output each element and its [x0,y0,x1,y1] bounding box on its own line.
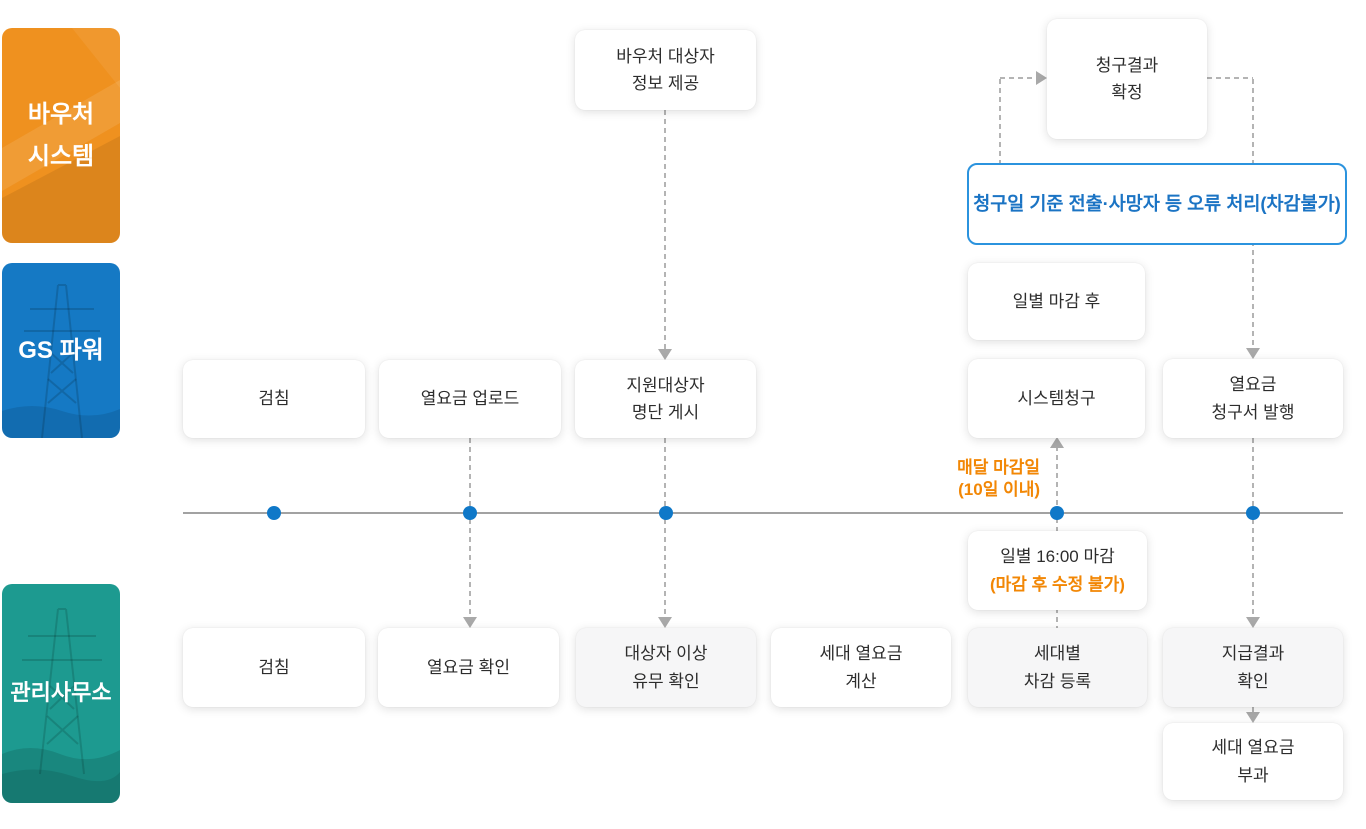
node-heat-fee-check: 열요금 확인 [378,628,559,707]
arrow-down-icon [658,617,672,628]
arrow-down-icon [1246,348,1260,359]
timeline-axis [183,512,1343,514]
timeline-dot [1246,506,1260,520]
connector-target-list-to-target-check [664,438,666,620]
connector-error-notice-to-billing-result-horizontal [1000,77,1036,79]
calculator-hands-illustration [2,28,120,243]
lane-voucher-label: 바우처 시스템 [27,100,95,170]
node-meter-reading-gs: 검침 [183,360,365,438]
arrow-down-icon [1246,712,1260,723]
no-edit-after-close-text: (마감 후 수정 불가) [990,574,1125,594]
power-pylon-illustration [2,608,120,803]
node-household-deduction-register: 세대별 차감 등록 [968,628,1147,707]
timeline-dot [1050,506,1064,520]
connector-error-notice-to-billing-result-vertical [999,79,1001,163]
node-billing-result-confirm: 청구결과 확정 [1047,19,1207,139]
arrow-right-icon [1036,71,1047,85]
lane-office-label: 관리사무소 [10,680,112,706]
node-system-billing: 시스템청구 [968,359,1145,438]
connector-heat-upload-to-heat-check [469,438,471,620]
node-support-target-list: 지원대상자 명단 게시 [575,360,756,438]
node-voucher-target-info: 바우처 대상자 정보 제공 [575,30,756,110]
arrow-down-icon [658,349,672,360]
timeline-dot [659,506,673,520]
connector-payment-check-to-household-charge [1252,707,1254,716]
arrow-up-icon [1050,437,1064,448]
monthly-deadline-annotation: 매달 마감일 (10일 이내) [957,458,1040,499]
node-household-heat-fee-calc: 세대 열요금 계산 [771,628,951,707]
node-error-handling-callout: 청구일 기준 전출·사망자 등 오류 처리(차감불가) [967,163,1347,245]
node-household-heat-fee-charge: 세대 열요금 부과 [1163,723,1343,800]
connector-billing-result-to-bill-issue-horizontal [1207,77,1253,79]
daily-close-time-text: 일별 16:00 마감 [1000,547,1115,567]
connector-voucher-info-to-target-list [664,110,666,355]
node-heat-fee-upload: 열요금 업로드 [379,360,561,438]
lane-management-office: 관리사무소 [2,584,120,803]
arrow-down-icon [1246,617,1260,628]
node-daily-close-time-note: 일별 16:00 마감 (마감 후 수정 불가) [968,531,1147,610]
arrow-down-icon [463,617,477,628]
timeline-dot [267,506,281,520]
lane-gs-label: GS 파워 [18,336,104,364]
lane-voucher-system: 바우처 시스템 [2,28,120,243]
node-meter-reading-office: 검침 [183,628,365,707]
connector-bill-issue-to-payment-check [1252,438,1254,620]
node-after-daily-close: 일별 마감 후 [968,263,1145,340]
node-heat-bill-issue: 열요금 청구서 발행 [1163,359,1343,438]
node-payment-result-check: 지급결과 확인 [1163,628,1343,707]
timeline-dot [463,506,477,520]
lane-gs-power: GS 파워 [2,263,120,438]
node-target-anomaly-check: 대상자 이상 유무 확인 [576,628,756,707]
power-pylon-illustration [2,284,120,438]
